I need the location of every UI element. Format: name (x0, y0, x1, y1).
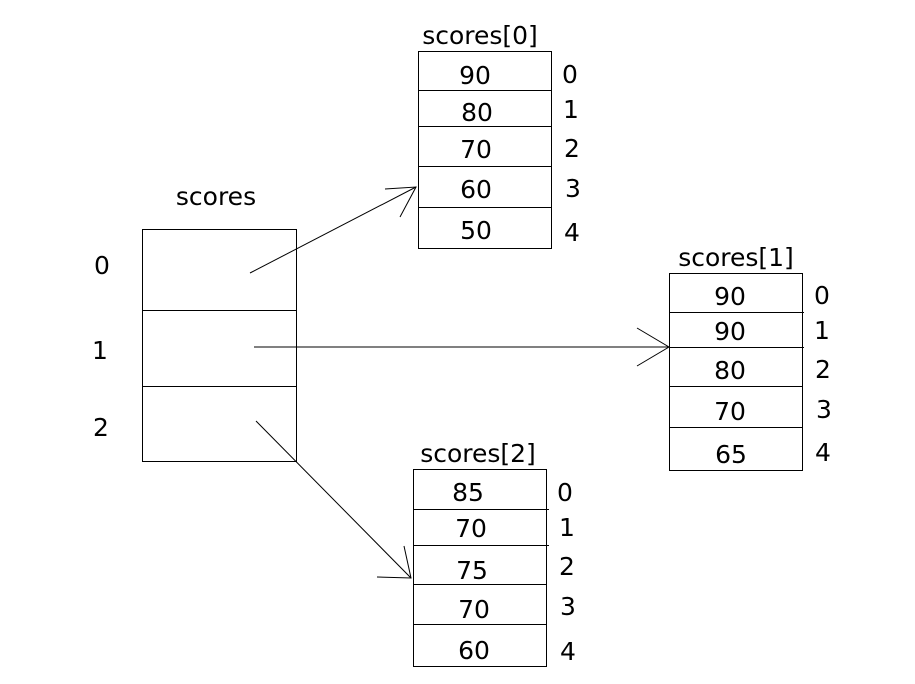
outer-index-1: 1 (92, 336, 108, 365)
cell-index: 3 (560, 592, 576, 621)
outer-index-0: 0 (94, 251, 110, 280)
cell-value: 70 (460, 135, 492, 164)
inner-array-0: scores[0] 90 80 70 60 50 0 1 2 3 4 (418, 21, 581, 249)
arrow-to-scores-2 (255, 420, 412, 579)
inner-array-label: scores[0] (422, 21, 538, 50)
inner-array-2: scores[2] 85 70 75 70 60 0 1 2 3 4 (413, 439, 576, 667)
cell-value: 90 (459, 61, 491, 90)
cell-index: 2 (564, 134, 580, 163)
cell-index: 2 (559, 552, 575, 581)
arrow-to-scores-0 (249, 186, 417, 274)
reference-arrows (249, 186, 670, 579)
cell-value: 50 (460, 216, 492, 245)
cell-value: 85 (452, 478, 484, 507)
cell-index: 2 (815, 355, 831, 384)
inner-array-label: scores[1] (678, 243, 794, 272)
cell-index: 0 (557, 478, 573, 507)
outer-array-box (142, 229, 297, 462)
cell-index: 1 (814, 316, 830, 345)
cell-index: 0 (562, 60, 578, 89)
arrow-to-scores-1 (254, 327, 670, 367)
cell-index: 3 (816, 395, 832, 424)
cell-value: 70 (455, 514, 487, 543)
cell-index: 4 (564, 218, 580, 247)
cell-index: 0 (814, 281, 830, 310)
inner-array-box (418, 51, 552, 249)
cell-index: 1 (563, 95, 579, 124)
cell-value: 80 (714, 356, 746, 385)
cell-index: 4 (560, 637, 576, 666)
inner-array-1: scores[1] 90 90 80 70 65 0 1 2 3 4 (669, 243, 832, 471)
cell-value: 65 (715, 440, 747, 469)
cell-value: 90 (714, 317, 746, 346)
cell-index: 1 (559, 513, 575, 542)
cell-index: 3 (565, 174, 581, 203)
cell-value: 70 (458, 595, 490, 624)
cell-value: 90 (714, 282, 746, 311)
inner-array-box (413, 469, 547, 667)
outer-array-label: scores (176, 182, 256, 211)
outer-index-2: 2 (93, 413, 109, 442)
cell-value: 60 (460, 175, 492, 204)
cell-value: 70 (714, 397, 746, 426)
outer-array: scores 0 1 2 (92, 182, 297, 462)
cell-value: 80 (461, 98, 493, 127)
cell-value: 60 (458, 636, 490, 665)
cell-index: 4 (815, 438, 831, 467)
inner-array-box (669, 273, 803, 471)
cell-value: 75 (456, 556, 488, 585)
inner-array-label: scores[2] (420, 439, 536, 468)
